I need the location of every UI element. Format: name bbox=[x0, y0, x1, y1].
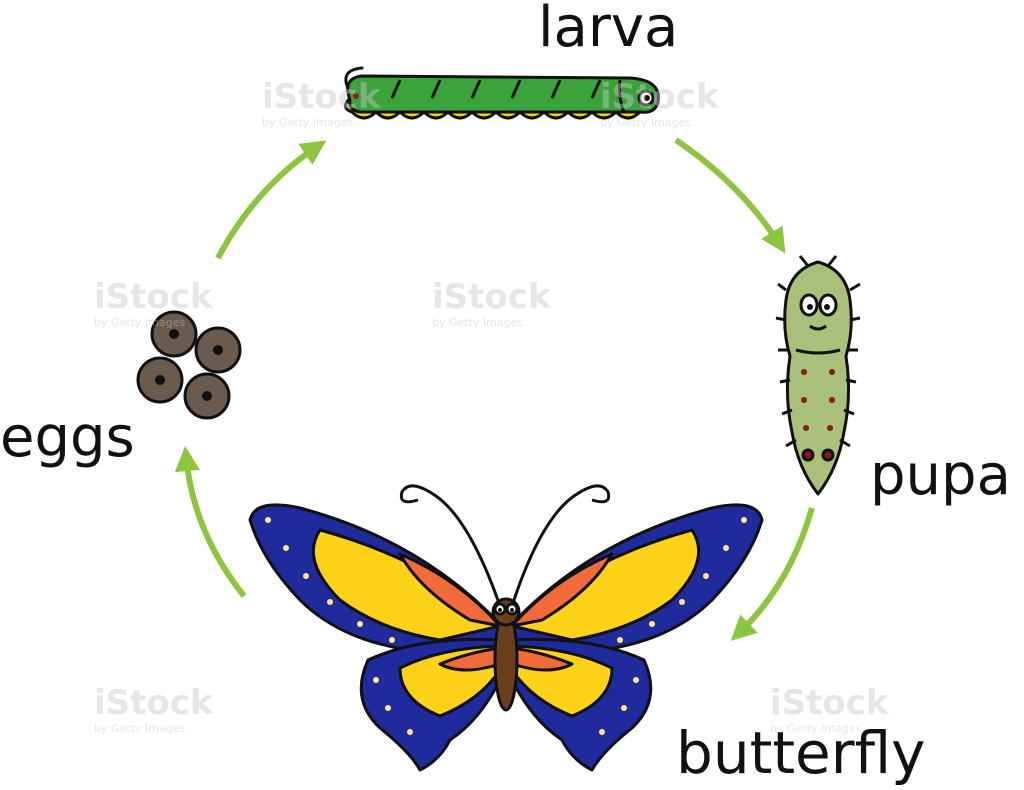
watermark-tagline: by Getty Images bbox=[94, 722, 186, 735]
larva-illustration bbox=[344, 66, 660, 120]
watermark-brand: iStock bbox=[432, 277, 551, 317]
label-eggs: eggs bbox=[0, 405, 135, 470]
watermark-brand: iStock bbox=[94, 277, 213, 317]
watermark-brand: iStock bbox=[600, 77, 719, 117]
watermark-tagline: by Getty Images bbox=[600, 116, 692, 129]
butterfly-illustration bbox=[248, 484, 764, 772]
watermark-tagline: by Getty Images bbox=[262, 116, 354, 129]
watermark-brand: iStock bbox=[94, 683, 213, 723]
larva-body bbox=[346, 74, 660, 114]
arrow-pupa-to-butterfly bbox=[730, 507, 815, 641]
label-pupa: pupa bbox=[870, 443, 1011, 508]
label-larva: larva bbox=[538, 0, 679, 60]
watermark-tagline: by Getty Images bbox=[432, 316, 524, 329]
watermark-brand: iStock bbox=[262, 77, 381, 117]
watermark-tagline: by Getty Images bbox=[770, 722, 862, 735]
watermark-brand: iStock bbox=[770, 683, 889, 723]
pupa-body bbox=[783, 260, 853, 496]
pupa-illustration bbox=[775, 255, 861, 496]
watermark-tagline: by Getty Images bbox=[94, 316, 186, 329]
arrow-eggs-to-larva bbox=[215, 140, 327, 260]
arrow-larva-to-pupa bbox=[674, 137, 786, 254]
label-butterfly: butterfly bbox=[676, 719, 926, 787]
arrow-butterfly-to-eggs bbox=[174, 445, 247, 598]
eggs-illustration bbox=[136, 310, 242, 420]
